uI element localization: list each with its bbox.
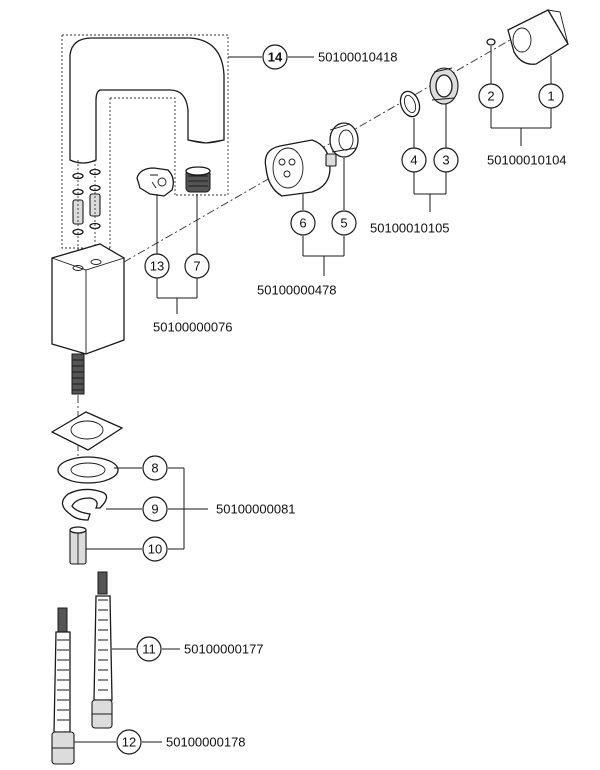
callout-12-label: 12	[122, 735, 136, 750]
supply-hose-right	[91, 571, 113, 729]
supply-hose-left	[51, 607, 75, 765]
mounting-nut	[69, 526, 87, 565]
aerator	[185, 166, 211, 193]
callout-13: 13	[144, 253, 170, 279]
callout-12: 12	[116, 729, 142, 755]
callout-1-label: 1	[547, 89, 554, 104]
part-number-7-13: 50100000076	[153, 320, 233, 335]
spout-fasteners	[72, 160, 101, 260]
callout-9: 9	[142, 496, 168, 522]
callout-6: 6	[290, 210, 316, 236]
callout-1: 1	[538, 83, 564, 109]
callout-10-label: 10	[148, 542, 162, 557]
cartridge	[264, 139, 337, 197]
callout-5-label: 5	[340, 216, 347, 231]
callout-7: 7	[184, 253, 210, 279]
part-number-14: 50100010418	[318, 50, 398, 65]
callout-7-label: 7	[193, 259, 200, 274]
callout-11-label: 11	[142, 642, 156, 657]
callout-5: 5	[331, 210, 357, 236]
handle	[507, 9, 569, 65]
faucet-body	[51, 243, 125, 395]
part-number-11: 50100000177	[184, 642, 264, 657]
threaded-ring	[429, 67, 459, 105]
callout-8-label: 8	[151, 461, 158, 476]
callout-6-label: 6	[299, 216, 306, 231]
part-number-8-10: 50100000081	[216, 502, 296, 517]
callout-2-label: 2	[487, 89, 494, 104]
part-number-5-6: 50100000478	[257, 283, 337, 298]
base-gasket	[50, 411, 124, 451]
part-number-1-2: 50100010104	[487, 153, 567, 168]
callout-3: 3	[433, 147, 459, 173]
callout-9-label: 9	[151, 502, 158, 517]
set-screw	[486, 38, 496, 46]
callout-4-label: 4	[410, 153, 417, 168]
o-ring	[399, 90, 421, 118]
callout-4: 4	[401, 147, 427, 173]
cartridge-ring	[329, 122, 359, 158]
part-number-3-4: 50100010105	[370, 221, 450, 236]
callout-8: 8	[142, 455, 168, 481]
callout-11: 11	[136, 636, 162, 662]
callout-14: 14	[262, 44, 288, 70]
washer	[57, 456, 119, 484]
horseshoe-clip	[61, 488, 108, 521]
callout-2: 2	[478, 83, 504, 109]
leader-lines	[74, 46, 552, 743]
callout-10: 10	[142, 536, 168, 562]
key-tool	[136, 167, 174, 197]
spout	[69, 37, 225, 164]
part-number-12: 50100000178	[166, 735, 246, 750]
callout-13-label: 13	[150, 259, 164, 274]
callout-3-label: 3	[442, 153, 449, 168]
callout-14-label: 14	[268, 50, 283, 65]
